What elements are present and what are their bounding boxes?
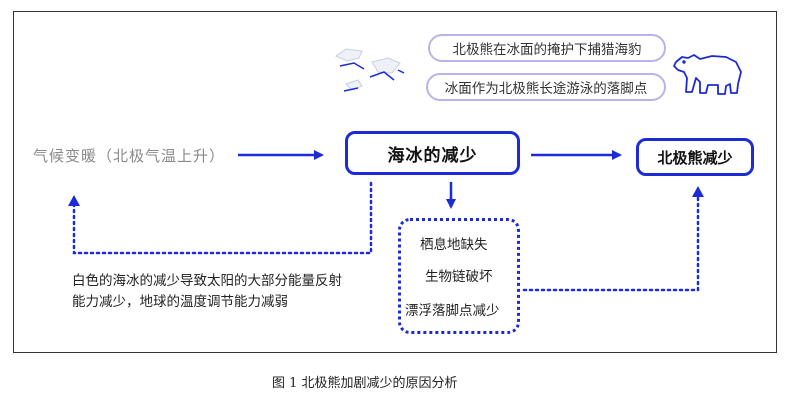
effect-food-chain-damage: 生物链破坏	[425, 269, 493, 285]
ice-floe-icon	[334, 48, 405, 92]
polar-bear-decrease-node: 北极熊减少	[636, 138, 754, 176]
polar-bear-icon	[673, 54, 742, 95]
feedback-arrowhead	[68, 195, 80, 206]
diagram-frame	[13, 11, 777, 353]
effects-to-bear-arrowhead	[692, 186, 704, 197]
sea-ice-decrease-label: 海冰的减少	[387, 145, 478, 166]
ice-role-resting-text: 冰面作为北极熊长途游泳的落脚点	[444, 81, 648, 97]
sea-ice-decrease-node: 海冰的减少	[345, 131, 520, 175]
effect-habitat-loss: 栖息地缺失	[420, 237, 488, 253]
ice-role-pill-hunting: 北极熊在冰面的掩护下捕猎海豹	[428, 34, 666, 62]
effects-to-bear-line	[522, 194, 700, 292]
ice-role-hunting-text: 北极熊在冰面的掩护下捕猎海豹	[452, 42, 642, 58]
cause-label: 气候变暖（北极气温上升）	[33, 147, 226, 165]
effect-floating-rest-points-decrease: 漂浮落脚点减少	[405, 303, 500, 319]
feedback-note-line-1: 白色的海冰的减少导致太阳的大部分能量反射	[72, 273, 342, 289]
ice-role-pill-resting: 冰面作为北极熊长途游泳的落脚点	[426, 73, 666, 101]
feedback-note-line-2: 能力减少，地球的温度调节能力减弱	[72, 294, 288, 310]
figure-caption: 图 1 北极熊加剧减少的原因分析	[272, 376, 458, 391]
feedback-loop-line	[72, 181, 373, 255]
effects-box	[398, 218, 520, 334]
polar-bear-decrease-label: 北极熊减少	[657, 148, 733, 167]
